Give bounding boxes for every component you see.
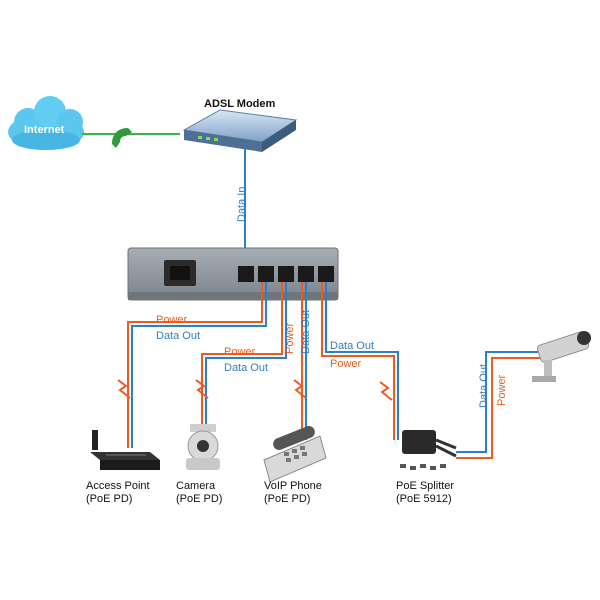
- cable-power-ipcam: [456, 357, 548, 459]
- power-label-voip: Power: [284, 322, 296, 354]
- internet-cloud-icon: [8, 96, 84, 150]
- data-in-label: Data In: [236, 186, 248, 222]
- splitter-name: PoE Splitter: [396, 480, 455, 492]
- cable-power-ap: [127, 282, 263, 448]
- voip-caption: VoIP Phone (PoE PD): [264, 480, 322, 506]
- power-label-camera: Power: [224, 346, 256, 358]
- cable-data-ipcam: [456, 351, 548, 453]
- telephone-handset-icon: [112, 128, 132, 148]
- bullet-camera-icon: [532, 331, 591, 382]
- access-point-caption: Access Point (PoE PD): [86, 480, 150, 506]
- cable-power-splitter: [321, 282, 395, 440]
- camera-name: Camera: [176, 480, 216, 492]
- power-label-splitter: Power: [330, 358, 362, 370]
- power-label-ap: Power: [156, 314, 188, 326]
- data-out-label-splitter: Data Out: [330, 340, 375, 352]
- data-out-label-camera: Data Out: [224, 362, 269, 374]
- cable-data-ap: [131, 282, 267, 448]
- poe-splitter-icon: [400, 430, 457, 470]
- data-out-label-ap: Data Out: [156, 330, 201, 342]
- data-out-label-ipcam: Data Out: [478, 363, 490, 408]
- internet-label: Internet: [24, 124, 65, 136]
- voip-type: (PoE PD): [264, 493, 311, 505]
- adsl-modem-label: ADSL Modem: [204, 98, 276, 110]
- camera-type: (PoE PD): [176, 493, 223, 505]
- camera-caption: Camera (PoE PD): [176, 480, 222, 506]
- splitter-type: (PoE 5912): [396, 493, 452, 505]
- access-point-type: (PoE PD): [86, 493, 133, 505]
- voip-phone-icon: [263, 426, 327, 483]
- data-out-label-voip: Data Out: [300, 309, 312, 354]
- signal-zigzag-icons: [117, 379, 393, 401]
- voip-name: VoIP Phone: [264, 480, 322, 492]
- access-point-name: Access Point: [86, 480, 150, 492]
- dome-camera-icon: [186, 424, 220, 470]
- adsl-modem-icon: [182, 109, 298, 152]
- cable-data-camera: [205, 282, 287, 432]
- power-label-ipcam: Power: [496, 374, 508, 406]
- splitter-caption: PoE Splitter (PoE 5912): [396, 480, 454, 506]
- cable-data-splitter: [325, 282, 399, 440]
- access-point-icon: [90, 430, 160, 470]
